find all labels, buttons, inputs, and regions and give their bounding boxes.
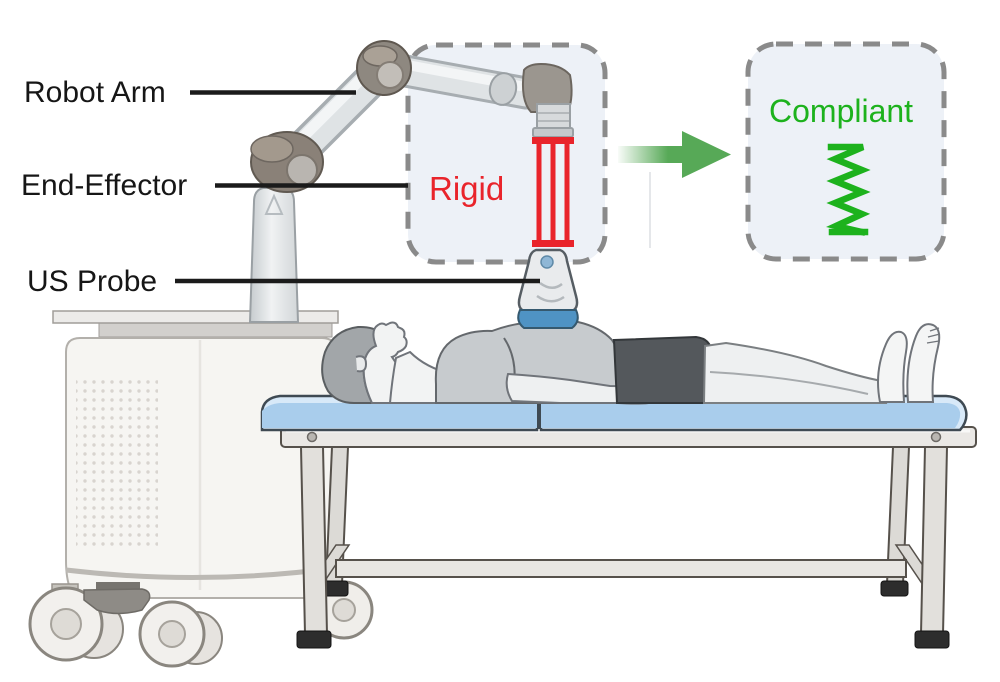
vent-dots [76,376,158,548]
us-probe-graphic [517,248,579,329]
robot-column [248,187,300,323]
arrow-right-icon [618,131,731,178]
compliant-label: Compliant [769,93,914,129]
patient-ear [355,355,368,373]
patient-foot-rear [877,330,908,403]
spring-icon [826,143,871,236]
robot-arm-label: Robot Arm [24,76,166,109]
shoulder-joint [356,40,412,96]
exam-table [280,426,977,649]
cart-wheels [28,580,374,668]
robot-arm [248,40,574,323]
robot-cart [28,310,374,668]
elbow-joint [250,131,324,193]
end-effector-label: End-Effector [21,169,188,202]
patient-foot-front [906,323,941,403]
rigid-links-icon [532,137,574,247]
patient-shorts [612,335,713,404]
probe-tip [517,309,579,329]
wrist-joint [521,62,574,138]
mattress [260,394,968,432]
rigid-label: Rigid [429,170,505,207]
us-probe-label: US Probe [27,265,158,298]
foot-pedal [83,582,151,615]
patient [321,321,941,405]
